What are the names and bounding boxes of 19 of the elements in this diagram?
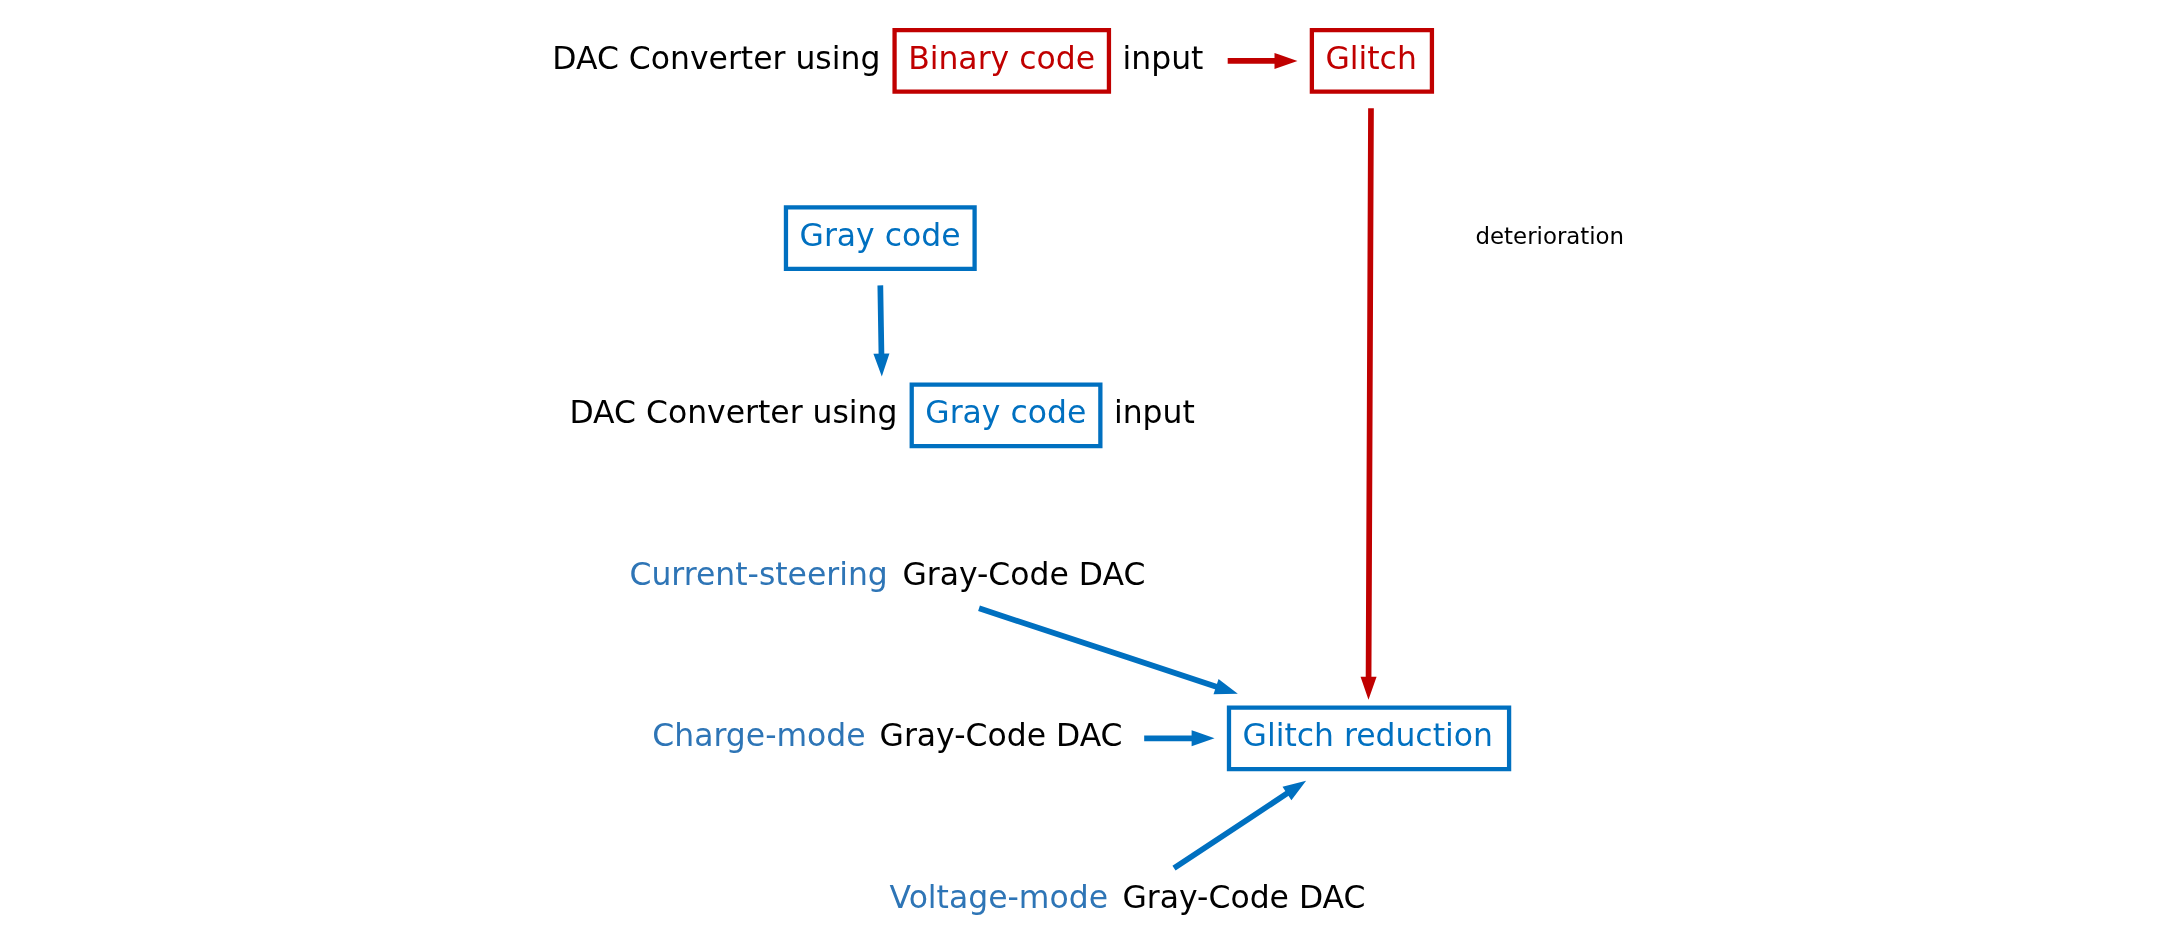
- node-box: Gray code: [783, 205, 977, 271]
- node-box: Gray code: [909, 382, 1103, 449]
- node-label: input: [1122, 39, 1204, 76]
- node-text: Voltage-mode Gray-Code DAC: [889, 878, 1366, 915]
- node-box: Glitch: [1309, 28, 1435, 94]
- node-box: Glitch reduction: [1226, 705, 1512, 772]
- node-label: DAC Converter using: [552, 39, 881, 76]
- node-box: Binary code: [892, 28, 1112, 94]
- arrow: [1227, 52, 1298, 69]
- node-label: DAC Converter using: [569, 394, 898, 431]
- node-text: Charge-mode Gray-Code DAC: [652, 717, 1123, 754]
- node-text: Current-steering Gray-Code DAC: [629, 555, 1146, 592]
- arrow: [1172, 780, 1307, 871]
- node-label: input: [1113, 394, 1195, 431]
- arrow: [978, 605, 1238, 695]
- arrow: [873, 285, 890, 377]
- label: deterioration: [1475, 222, 1625, 249]
- arrow: [1144, 730, 1215, 747]
- arrow: [1360, 108, 1377, 700]
